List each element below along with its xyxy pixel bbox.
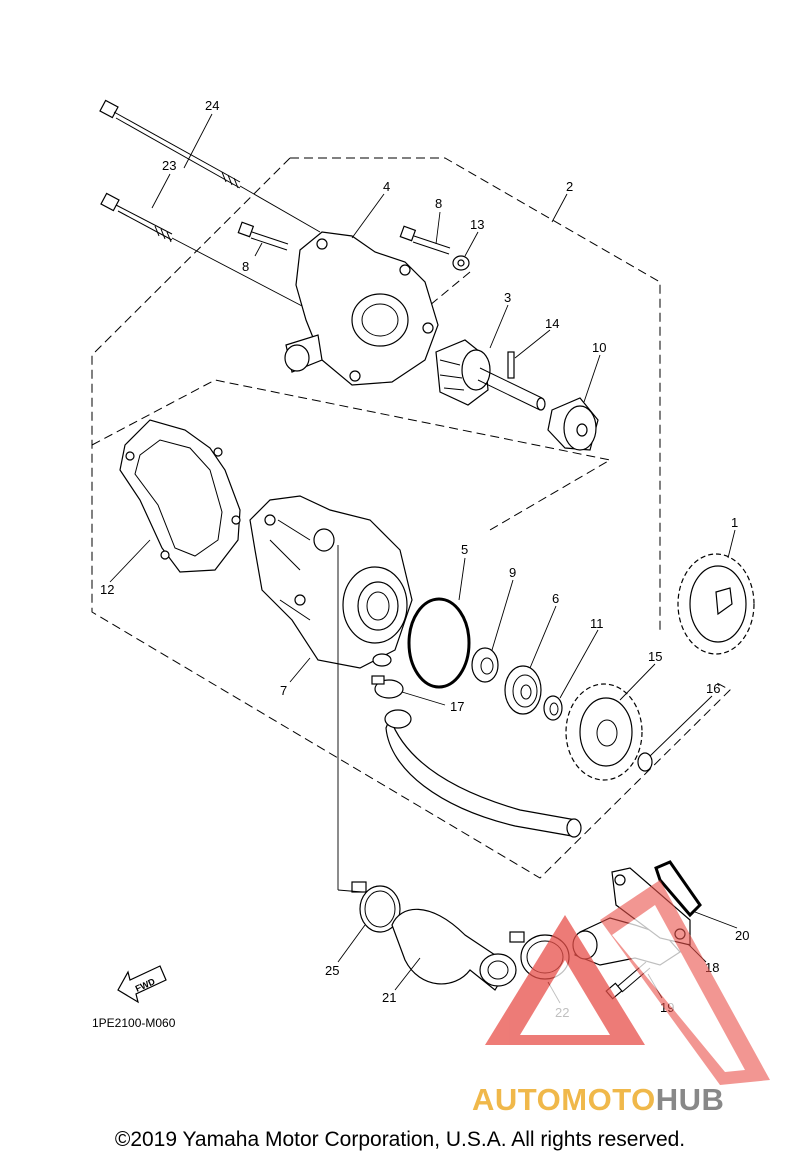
pump-housing-7	[249, 495, 413, 669]
callout-8-right: 8	[435, 196, 442, 211]
callout-17: 17	[450, 699, 464, 714]
copyright-notice: ©2019 Yamaha Motor Corporation, U.S.A. A…	[114, 1128, 686, 1151]
assembly-boundary-left	[91, 157, 731, 879]
radiator-hose-21	[391, 908, 517, 991]
o-ring-20	[654, 860, 702, 918]
fwd-arrow-icon: FWD	[117, 965, 167, 1004]
bypass-hose	[384, 709, 582, 838]
callout-6: 6	[552, 591, 559, 606]
washer-11	[543, 695, 563, 721]
watermark-text-grey: HUB	[655, 1082, 725, 1117]
circlip-16	[637, 752, 653, 772]
callout-20: 20	[735, 928, 749, 943]
callout-4: 4	[383, 179, 390, 194]
gear-15	[565, 683, 643, 781]
assembly-boundary-upper	[290, 157, 661, 632]
callout-21: 21	[382, 990, 396, 1005]
callout-9: 9	[509, 565, 516, 580]
callout-23: 23	[162, 158, 176, 173]
gear-1	[677, 553, 755, 655]
bolt-8-left	[237, 221, 289, 251]
watermark-wordmark: AUTOMOTOHUB	[472, 1082, 724, 1118]
callout-2: 2	[566, 179, 573, 194]
callout-1: 1	[731, 515, 738, 530]
pump-cover-4	[284, 231, 439, 386]
callout-15: 15	[648, 649, 662, 664]
watermark-text-colored: AUTOMOTO	[472, 1082, 656, 1117]
callout-10: 10	[592, 340, 606, 355]
oil-seal-10	[547, 397, 599, 451]
bearing-6	[504, 665, 542, 715]
long-bolt-24	[99, 99, 321, 233]
hose-clamp-25	[351, 881, 401, 933]
washer-13	[452, 255, 470, 271]
o-ring-5	[407, 597, 471, 689]
callout-13: 13	[470, 217, 484, 232]
bearing-9	[471, 647, 499, 683]
hose-clip-17	[371, 653, 404, 699]
impeller-shaft-3	[435, 339, 546, 411]
gasket-12	[119, 419, 241, 573]
figure-code: 1PE2100-M060	[92, 1016, 176, 1030]
callout-11: 11	[590, 616, 604, 631]
callout-7: 7	[280, 683, 287, 698]
pin-14	[507, 351, 515, 379]
callout-12: 12	[100, 582, 114, 597]
callout-16: 16	[706, 681, 720, 696]
callout-3: 3	[504, 290, 511, 305]
callout-14: 14	[545, 316, 559, 331]
watermark-logo	[485, 880, 770, 1085]
callout-5: 5	[461, 542, 468, 557]
callout-24: 24	[205, 98, 219, 113]
bolt-23	[100, 192, 326, 319]
gasket-boundary	[91, 379, 612, 531]
bolt-8-right	[399, 225, 451, 255]
callout-8-left: 8	[242, 259, 249, 274]
callout-25: 25	[325, 963, 339, 978]
